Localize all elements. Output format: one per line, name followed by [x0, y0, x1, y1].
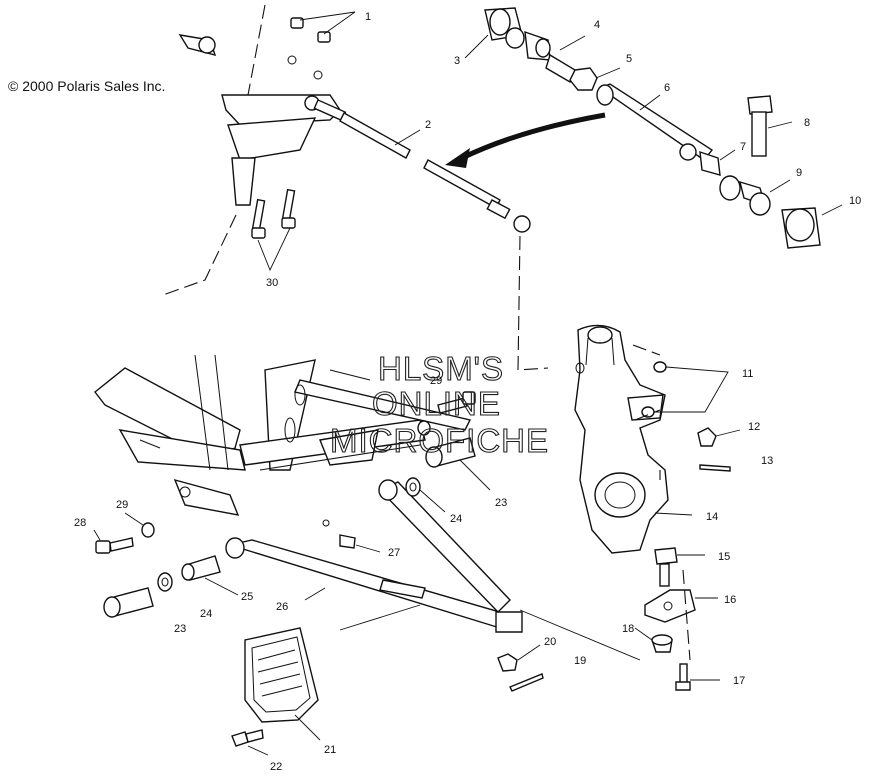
ring-7: [679, 143, 736, 176]
callout-5: 5: [626, 53, 632, 65]
callout-3: 3: [454, 55, 460, 67]
spindle-14: [574, 324, 693, 554]
bolt-8: [747, 95, 793, 157]
nut-20: [497, 644, 541, 672]
watermark-line-1: HLSM'S: [378, 350, 504, 387]
callout-14: 14: [706, 511, 718, 523]
callout-16: 16: [724, 594, 736, 606]
callout-30: 30: [266, 277, 278, 289]
callout-6: 6: [664, 82, 670, 94]
callout-29-rear: 29: [430, 375, 442, 387]
plate-16: [644, 589, 718, 623]
callout-21: 21: [324, 744, 336, 756]
bolt-17: [675, 569, 720, 691]
callout-8: 8: [804, 117, 810, 129]
watermark: HLSM'S ONLINE MICROFICHE: [329, 349, 549, 459]
washer-29-rear: [417, 420, 431, 436]
callout-10: 10: [849, 195, 861, 207]
copyright-notice: © 2000 Polaris Sales Inc.: [8, 78, 166, 94]
callout-26: 26: [276, 601, 288, 613]
callout-20: 20: [544, 636, 556, 648]
bolt-28-front: [93, 529, 134, 554]
callout-24-rear: 24: [450, 513, 462, 525]
callout-19: 19: [574, 655, 586, 667]
callout-9: 9: [796, 167, 802, 179]
callout-23-rear: 23: [495, 497, 507, 509]
tie-rod: [304, 95, 549, 371]
shaft-6: [596, 83, 714, 161]
bolts-30: [251, 188, 296, 272]
ball-joint-18: [634, 627, 673, 653]
callout-1: 1: [365, 11, 371, 23]
cotter-pin-19: [509, 673, 544, 692]
rod-end-9: [719, 175, 791, 216]
washers-11: [632, 344, 729, 421]
callout-18: 18: [622, 623, 634, 635]
washer-24-rear: [405, 477, 446, 513]
cotter-pin-13: [699, 464, 731, 472]
washer-29-front: [124, 512, 155, 538]
connection-lines: [339, 604, 641, 661]
watermark-line-2: ONLINE: [372, 385, 501, 422]
callout-2: 2: [425, 119, 431, 131]
nut-12: [697, 427, 741, 447]
callout-17: 17: [733, 675, 745, 687]
watermark-line-3: MICROFICHE: [330, 422, 549, 459]
steering-post: [162, 4, 341, 296]
frame: [94, 354, 472, 516]
callout-4: 4: [594, 19, 600, 31]
pin-25: [181, 555, 239, 596]
bushing-10: [781, 204, 843, 249]
callout-12: 12: [748, 421, 760, 433]
rod-end-4: [505, 27, 586, 84]
callout-24-front: 24: [200, 608, 212, 620]
screw-22: [231, 729, 269, 756]
callout-28: 28: [74, 517, 86, 529]
bolt-28-rear: [437, 391, 476, 414]
callout-27: 27: [388, 547, 400, 559]
nuts-1: [290, 11, 356, 43]
a-arm-26: [225, 479, 523, 633]
washer-24-front: [157, 572, 173, 592]
grease-fitting-27: [339, 534, 381, 553]
callout-25: 25: [241, 591, 253, 603]
callout-labels: 1 2 3 4 5 6 7 8 9 10 11 12 13 14 15 16 1…: [74, 11, 861, 773]
bolt-15: [654, 547, 705, 587]
callout-23-front: 23: [174, 623, 186, 635]
callout-11: 11: [742, 368, 753, 380]
callout-22: 22: [270, 761, 282, 773]
nut-5: [569, 67, 621, 91]
bushing-23-front: [103, 587, 154, 618]
callout-7: 7: [740, 141, 746, 153]
bushing-23-rear: [425, 437, 491, 491]
guard-21: [244, 627, 321, 741]
direction-arrow: [445, 112, 606, 168]
callout-29-front: 29: [116, 499, 128, 511]
callout-13: 13: [761, 455, 773, 467]
callout-15: 15: [718, 551, 730, 563]
